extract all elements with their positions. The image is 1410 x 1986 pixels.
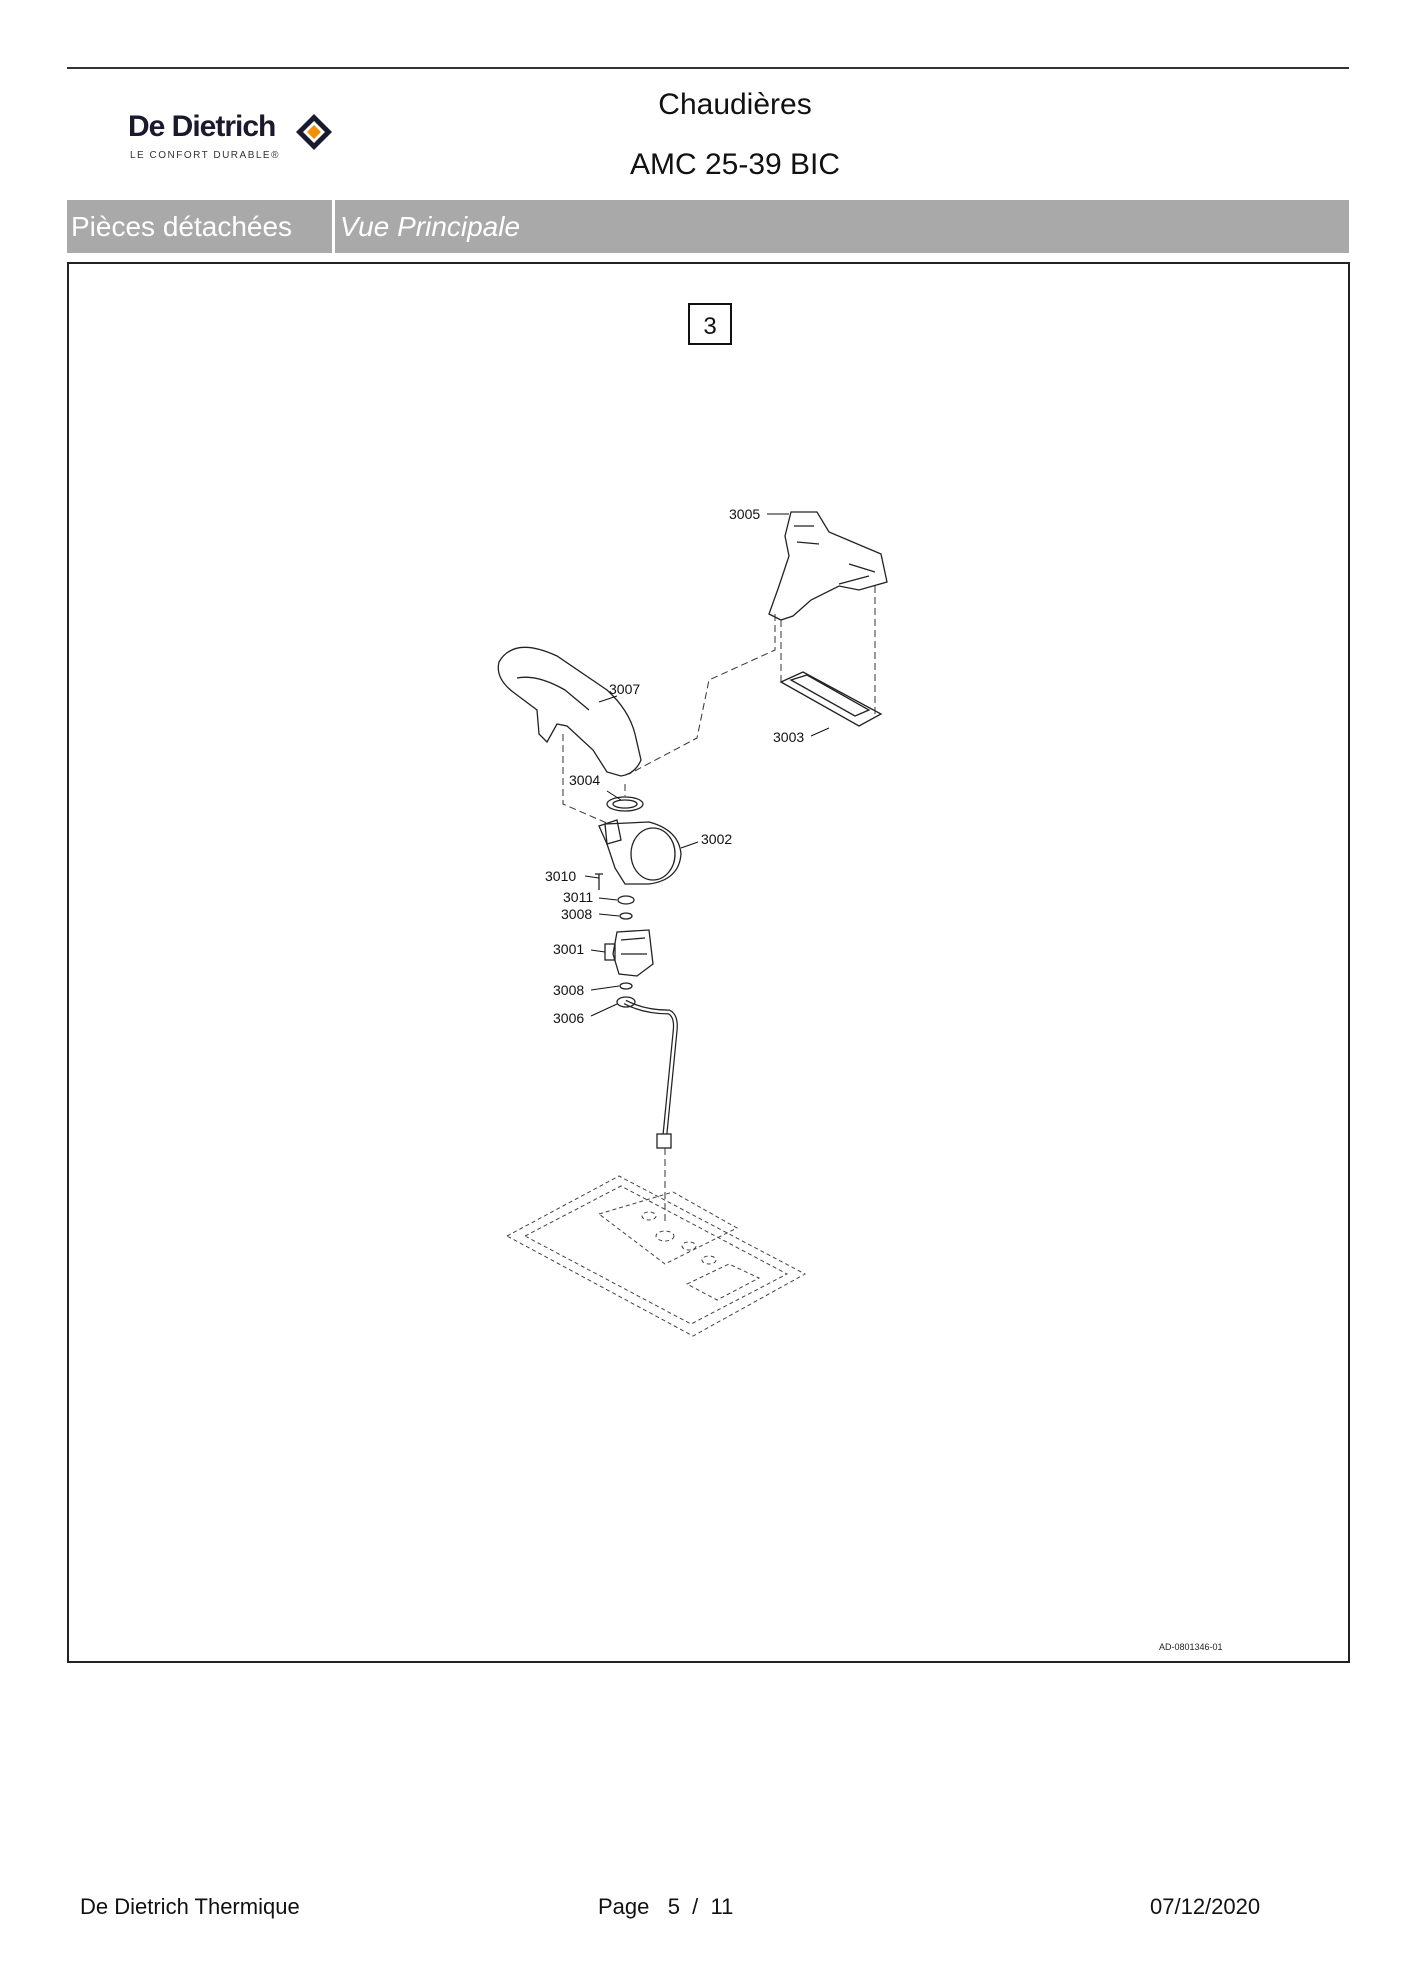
callout-3001: 3001 [553,941,584,957]
part-3011-ring [617,895,635,905]
view-label: Vue Principale [340,211,521,242]
logo-tagline: LE CONFORT DURABLE® [130,150,280,161]
footer-page-number: Page 5 / 11 [598,1894,734,1919]
diamond-logo-icon [296,114,332,150]
callout-3006: 3006 [553,1010,584,1026]
base-plate-outline [505,1175,807,1337]
callout-3008-lower: 3008 [553,982,584,998]
de-dietrich-logo: De Dietrich LE CONFORT DURABLE® [128,110,388,166]
diagram-frame: 3 [67,262,1350,1663]
view-number-box [688,303,732,345]
footer-date: 07/12/2020 [1150,1894,1261,1919]
callout-3008-upper: 3008 [561,906,592,922]
callout-3004: 3004 [569,772,600,788]
section-label: Pièces détachées [67,200,335,253]
part-3007-air-duct [497,646,642,777]
drawing-reference: AD-0801346-01 [1159,1642,1223,1652]
exploded-parts-diagram: 3 [497,303,1223,1652]
part-3001-gas-valve [612,929,654,977]
callout-3007: 3007 [609,681,640,697]
callout-3011: 3011 [563,889,593,905]
callout-3003: 3003 [773,729,804,745]
top-rule [67,67,1349,69]
callout-3002: 3002 [701,831,732,847]
view-number: 3 [703,313,716,340]
part-3008-ring-upper [619,912,633,920]
callout-3010: 3010 [545,868,576,884]
model-title: AMC 25-39 BIC [629,148,841,181]
document-title: Chaudières [658,88,812,121]
part-3010-screw [595,873,603,890]
logo-name: De Dietrich [128,110,276,143]
part-3008-ring-lower [619,982,633,990]
part-3004-gasket [606,796,644,812]
footer-company: De Dietrich Thermique [80,1894,300,1919]
part-3005-air-box [768,511,888,621]
callout-3005: 3005 [729,506,760,522]
part-3002-fan [604,821,682,885]
section-bar: Pièces détachées Vue Principale [67,200,1349,253]
part-3003-filter [779,671,883,727]
